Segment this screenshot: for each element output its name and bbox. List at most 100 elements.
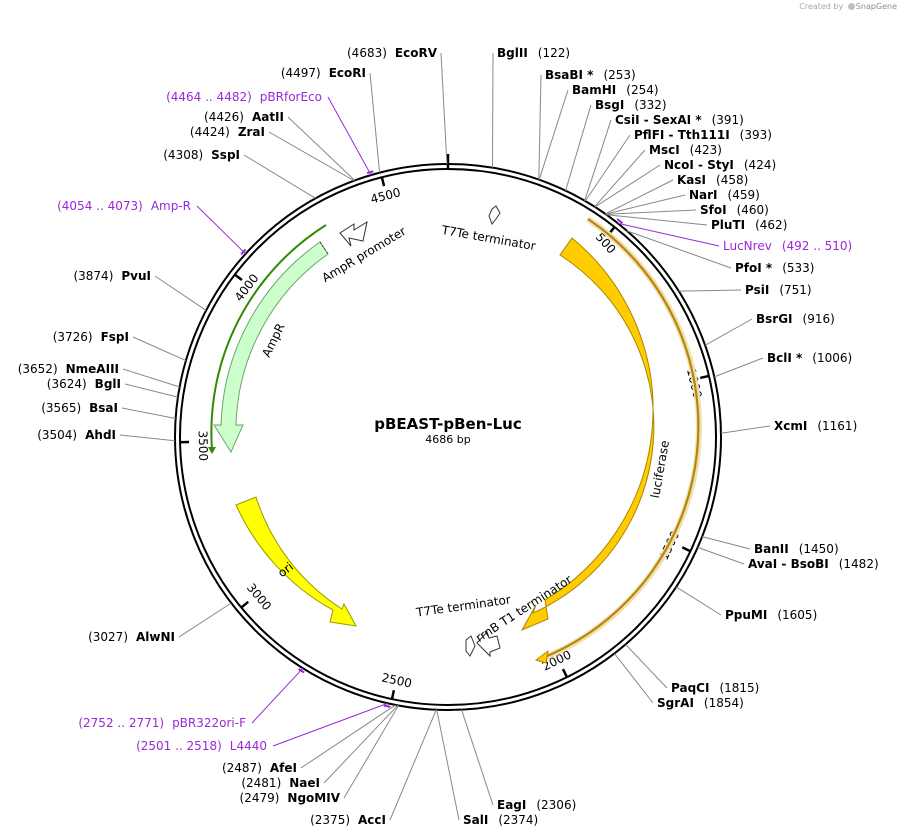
enzyme-connector — [343, 705, 399, 799]
feature-luciferase[interactable]: luciferase — [520, 216, 702, 664]
primer-site-amp-r[interactable]: (4054 .. 4073)Amp-R — [57, 199, 191, 213]
enzyme-site-nmeaiii[interactable]: (3652)NmeAIII — [18, 362, 119, 376]
enzyme-name: PvuI — [121, 269, 151, 283]
enzyme-site-bsabi[interactable]: BsaBI *(253) — [545, 68, 636, 82]
scale-tick-mark — [390, 690, 396, 700]
enzyme-site-bamhi[interactable]: BamHI(254) — [572, 83, 659, 97]
feature-ampr-promoter[interactable]: AmpR promoter — [319, 220, 408, 285]
primer-connector — [327, 96, 372, 176]
primer-marker — [616, 218, 624, 224]
primer-site-l4440[interactable]: (2501 .. 2518)L4440 — [136, 739, 267, 753]
enzyme-site-eagi[interactable]: EagI(2306) — [497, 798, 576, 812]
ampr-strand-line — [210, 224, 327, 451]
enzyme-site-sfoi[interactable]: SfoI (460) — [700, 203, 769, 217]
enzyme-site-sspi[interactable]: (4308)SspI — [163, 148, 240, 162]
enzyme-site-zrai[interactable]: (4424) ZraI — [190, 125, 265, 139]
enzyme-connector — [300, 704, 396, 769]
enzyme-site-afei[interactable]: (2487)AfeI — [222, 761, 297, 775]
enzyme-name: BglI — [95, 377, 121, 391]
enzyme-site-pfoi[interactable]: PfoI *(533) — [735, 261, 814, 275]
enzyme-position: (3027) — [88, 630, 128, 644]
scale-tick-mark — [380, 176, 386, 187]
enzyme-site-ngomiv[interactable]: (2479)NgoMIV — [240, 791, 341, 805]
enzyme-position: (462) — [755, 218, 787, 232]
enzyme-position: (122) — [538, 46, 570, 60]
enzyme-name: BsrGI — [756, 312, 793, 326]
enzyme-connector — [678, 289, 742, 292]
enzyme-site-bglii[interactable]: BglII(122) — [497, 46, 570, 60]
enzyme-site-bsai[interactable]: (3565)BsaI — [41, 401, 118, 415]
enzyme-site-alwni[interactable]: (3027)AlwNI — [88, 630, 175, 644]
feature-ampr[interactable]: AmpR — [208, 224, 329, 454]
enzyme-name: NarI — [689, 188, 718, 202]
enzyme-connector — [594, 149, 646, 208]
enzyme-name: NaeI — [289, 776, 320, 790]
enzyme-position: (4424) — [190, 125, 230, 139]
enzyme-position: (1815) — [719, 681, 759, 695]
enzyme-site-naei[interactable]: (2481) NaeI — [241, 776, 320, 790]
enzyme-connector — [605, 179, 674, 215]
enzyme-name: MscI — [649, 143, 680, 157]
enzyme-position: (460) — [737, 203, 769, 217]
enzyme-site-bcli[interactable]: BclI *(1006) — [767, 351, 852, 365]
feature-ori[interactable]: ori — [235, 496, 357, 627]
enzyme-position: (424) — [744, 158, 776, 172]
credit-brand: SnapGene — [855, 2, 897, 11]
enzyme-site-pflfi-tth111i[interactable]: PflFI - Tth111I(393) — [634, 128, 772, 142]
enzyme-position: (2487) — [222, 761, 262, 775]
enzyme-site-fspi[interactable]: (3726)FspI — [53, 330, 129, 344]
enzyme-site-sali[interactable]: SalI(2374) — [463, 813, 538, 827]
enzyme-name: ZraI — [238, 125, 265, 139]
site-labels: (4683)EcoRV BglII(122) BsaBI *(253)BamHI(2… — [18, 46, 879, 827]
scale-tick-label: 3500 — [196, 430, 211, 461]
enzyme-site-pvui[interactable]: (3874)PvuI — [73, 269, 151, 283]
primer-range: (4054 .. 4073) — [57, 199, 143, 213]
enzyme-site-avai-bsobi[interactable]: AvaI - BsoBI(1482) — [748, 557, 879, 571]
primer-site-lucnrev[interactable]: LucNrev(492 .. 510) — [723, 239, 852, 253]
enzyme-site-msci[interactable]: MscI(423) — [649, 143, 722, 157]
enzyme-site-psii[interactable]: PsiI(751) — [745, 283, 812, 297]
enzyme-position: (391) — [712, 113, 744, 127]
enzyme-site-pluti[interactable]: PluTI(462) — [711, 218, 787, 232]
enzyme-connector — [538, 89, 569, 180]
feature-t7te-terminator-top[interactable]: T7Te terminator — [440, 205, 537, 253]
enzyme-site-ncoi-styi[interactable]: NcoI - StyI(424) — [664, 158, 776, 172]
enzyme-name: EcoRI — [329, 66, 366, 80]
primer-connector — [617, 222, 720, 247]
enzyme-site-ecori[interactable]: (4497)EcoRI — [281, 66, 366, 80]
enzyme-name: SfoI — [700, 203, 727, 217]
enzyme-site-nari[interactable]: NarI(459) — [689, 188, 760, 202]
scale-tick-mark — [681, 546, 691, 553]
scale-tick-mark — [234, 273, 243, 282]
ori-arrow — [235, 496, 357, 627]
enzyme-connector — [119, 434, 176, 442]
enzyme-position: (3652) — [18, 362, 58, 376]
scale-tick-mark — [699, 374, 710, 380]
enzyme-site-ecorv[interactable]: (4683)EcoRV — [347, 46, 438, 60]
enzyme-site-xcmi[interactable]: XcmI(1161) — [774, 419, 857, 433]
enzyme-site-ppumi[interactable]: PpuMI(1605) — [725, 608, 817, 622]
enzyme-site-bgli[interactable]: (3624)BglI — [47, 377, 121, 391]
enzyme-site-acci[interactable]: (2375)AccI — [310, 813, 386, 827]
enzyme-position: (2306) — [536, 798, 576, 812]
enzyme-site-bsgi[interactable]: BsgI(332) — [595, 98, 667, 112]
enzyme-position: (3504) — [37, 428, 77, 442]
primer-range: (2752 .. 2771) — [78, 716, 164, 730]
feature-rrnb-t1-terminator[interactable]: rrnB T1 terminator — [473, 572, 575, 658]
enzyme-site-bsrgi[interactable]: BsrGI(916) — [756, 312, 835, 326]
enzyme-site-kasi[interactable]: KasI(458) — [677, 173, 748, 187]
enzyme-site-banii[interactable]: BanII(1450) — [754, 542, 839, 556]
enzyme-site-ahdi[interactable]: (3504)AhdI — [37, 428, 116, 442]
enzyme-site-sgrai[interactable]: SgrAI(1854) — [657, 696, 744, 710]
enzyme-position: (4683) — [347, 46, 387, 60]
primer-site-pbrforeco[interactable]: (4464 .. 4482)pBRforEco — [166, 90, 322, 104]
enzyme-position: (2481) — [241, 776, 281, 790]
enzyme-connector — [626, 230, 732, 269]
enzyme-site-aatii[interactable]: (4426)AatII — [204, 110, 284, 124]
enzyme-connector — [492, 52, 494, 168]
primer-site-pbr322ori-f[interactable]: (2752 .. 2771)pBR322ori-F — [78, 716, 246, 730]
enzyme-name: NgoMIV — [287, 791, 340, 805]
enzyme-site-paqci[interactable]: PaqCI(1815) — [671, 681, 759, 695]
enzyme-site-csii-sexai[interactable]: CsiI - SexAI *(391) — [615, 113, 744, 127]
enzyme-name: AccI — [358, 813, 386, 827]
